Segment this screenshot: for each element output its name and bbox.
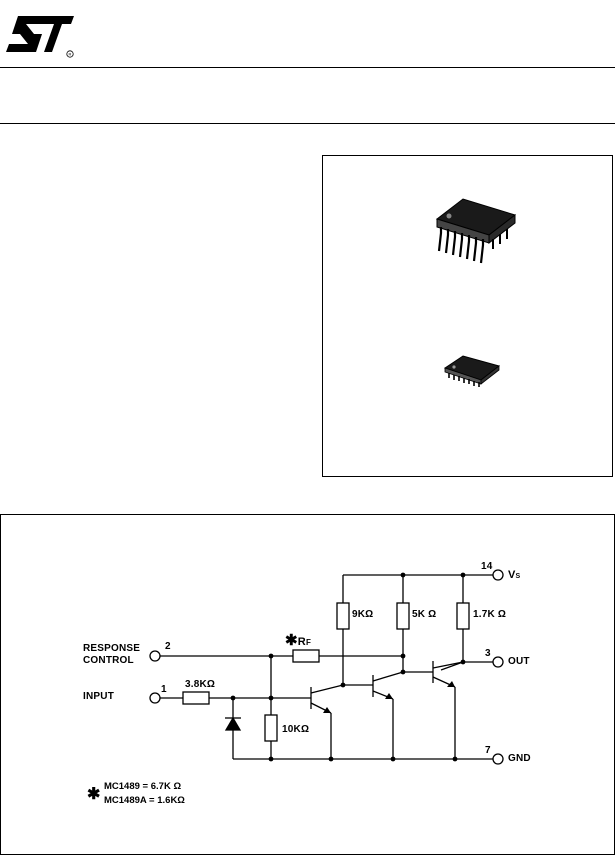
gnd-label: GND (508, 753, 531, 764)
note-line2: MC1489A = 1.6KΩ (104, 795, 185, 806)
r-5k-label: 5K Ω (412, 609, 437, 620)
schematic-wiring (149, 569, 504, 765)
out-label: OUT (508, 656, 530, 667)
response-label-line1: RESPONSE (83, 643, 141, 654)
vs-label: VS (508, 569, 521, 581)
pin-number-vs: 14 (481, 561, 493, 572)
pin-number-gnd: 7 (485, 745, 491, 756)
note-line1: MC1489 = 6.7K Ω (104, 781, 182, 792)
r-3-8k-label: 3.8KΩ (185, 679, 216, 690)
r-1-7k-label: 1.7K Ω (473, 609, 507, 620)
header-rule-top (0, 67, 615, 68)
response-label-line2: CONTROL (83, 655, 134, 666)
pin-number-input: 1 (161, 684, 167, 695)
package-box (322, 155, 613, 477)
dip14-package-image (435, 198, 517, 264)
header-rule-bottom (0, 123, 615, 124)
pin-number-response: 2 (165, 641, 171, 652)
so14-package-image (443, 355, 501, 387)
input-label: INPUT (83, 691, 114, 702)
pin-number-out: 3 (485, 648, 491, 659)
r-10k-label: 10KΩ (282, 724, 310, 735)
registered-mark: R (69, 52, 72, 57)
schematic-diagram: 14 VS 3 OUT 7 GND RESPONSE CONTROL 2 INP… (0, 514, 615, 855)
rf-label: ✱RF (285, 632, 312, 649)
r-9k-label: 9KΩ (352, 609, 374, 620)
note-star: ✱ (87, 786, 101, 803)
st-logo: R (6, 16, 74, 58)
